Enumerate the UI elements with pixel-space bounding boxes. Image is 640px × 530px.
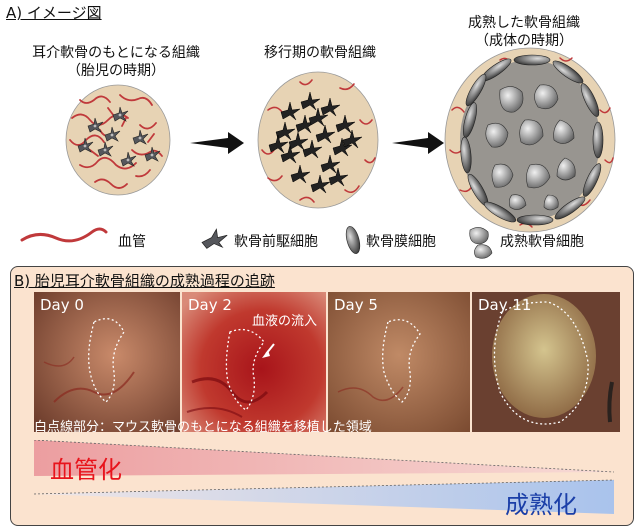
section-b-title: B) 胎児耳介軟骨組織の成熟過程の追跡 [14,272,275,290]
arrow-right-icon [190,132,244,154]
stage-3-title-sub: （成体の時期） [475,33,573,49]
vascularization-label: 血管化 [50,456,122,484]
stage-1-title-sub: （胎児の時期） [67,63,165,79]
photo-day-0-image [34,292,180,432]
stage-3-tissue [444,47,616,233]
vascularization-wedge [34,440,614,476]
caption: 白点線部分：マウス軟骨のもとになる組織を移植した領域 [34,420,372,435]
blood-vessel-icon [20,227,108,243]
stage-1-tissue [65,84,171,196]
stage-1-title: 耳介軟骨のもとになる組織 （胎児の時期） [0,44,232,80]
mature-chondrocyte-icon [469,227,493,259]
stage-2-title-main: 移行期の軟骨組織 [264,45,376,61]
day-label: Day 0 [40,296,84,314]
day-label: Day 5 [334,296,378,314]
arrow-right-icon [392,132,444,154]
section-a-title: A) イメージ図 [6,4,102,22]
photo-day-2-image [182,292,326,432]
stage-1-title-main: 耳介軟骨のもとになる組織 [32,45,200,61]
diagram-illustration [20,47,616,259]
stage-3-title: 成熟した軟骨組織 （成体の時期） [440,14,608,50]
photo-day-0: Day 0 [34,292,180,432]
legend-label-mature-chondrocyte: 成熟軟骨細胞 [500,234,584,250]
chondroprogenitor-icon [201,228,228,249]
maturation-wedge [34,480,614,514]
stage-2-title: 移行期の軟骨組織 [232,44,408,62]
day-label: Day 2 [188,296,232,314]
perichondrial-cell-icon [345,226,361,254]
gradient-wedges [34,440,615,514]
legend-label-blood-vessel: 血管 [118,234,146,250]
photo-day-5: Day 5 [328,292,470,432]
maturation-label: 成熟化 [505,491,577,519]
photo-day-5-image [328,292,470,432]
legend-label-chondroprogenitor: 軟骨前駆細胞 [234,234,318,250]
blood-inflow-annotation: 血液の流入 [252,314,318,329]
legend-label-perichondrial-cell: 軟骨膜細胞 [366,234,436,250]
stage-2-tissue [257,71,379,209]
day-label: Day 11 [478,296,532,314]
photo-day-2: Day 2 血液の流入 [182,292,326,432]
stage-3-title-main: 成熟した軟骨組織 [468,15,580,31]
photo-day-11-image [472,292,620,432]
photo-day-11: Day 11 [472,292,620,432]
arrow-icon [262,350,270,358]
